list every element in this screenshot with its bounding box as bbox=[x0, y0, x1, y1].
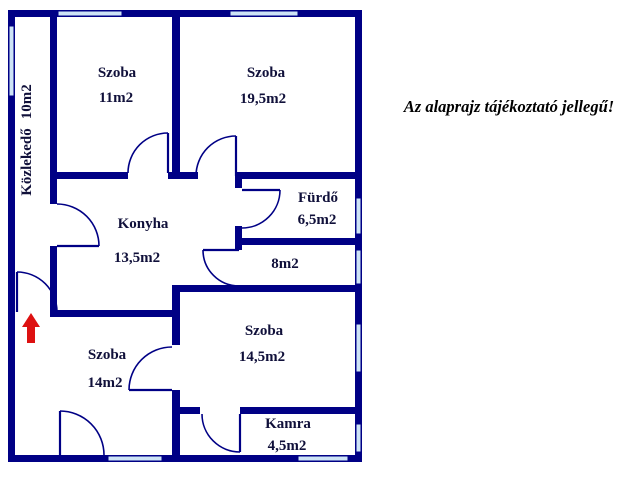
room-label-room8-area: 8m2 bbox=[271, 256, 299, 272]
wall-room14-top bbox=[52, 310, 176, 317]
door-arc-szoba195 bbox=[195, 135, 237, 177]
window-kamra-right bbox=[355, 423, 362, 453]
room-label-kozlekedo: Közlekedő 10m2 bbox=[19, 84, 35, 196]
wall-mid-horizontal-c bbox=[236, 172, 362, 179]
room-label-szoba11-name: Szoba bbox=[98, 65, 137, 81]
window-furdo-right bbox=[355, 197, 362, 235]
door-arc-konyha bbox=[56, 203, 100, 247]
wall-corridor-upper bbox=[50, 10, 57, 204]
room-label-szoba11-area: 11m2 bbox=[99, 90, 133, 106]
door-arc-entrance bbox=[16, 271, 58, 313]
room-label-furdo-name: Fürdő bbox=[298, 190, 339, 206]
room-label-szoba145-area: 14,5m2 bbox=[239, 349, 285, 365]
window-szoba195-top bbox=[229, 10, 299, 17]
door-arc-szoba145 bbox=[128, 346, 173, 391]
room-label-szoba145-name: Szoba bbox=[245, 323, 284, 339]
window-szoba145-right bbox=[355, 323, 362, 373]
room-label-kozlekedo-name: Közlekedő bbox=[19, 128, 35, 196]
wall-kamra-top-a bbox=[172, 407, 200, 414]
door-arc-szoba11 bbox=[127, 132, 169, 174]
wall-room14-145-upper bbox=[172, 292, 180, 345]
wall-room145-top bbox=[172, 285, 362, 292]
wall-bath-left-a bbox=[235, 172, 242, 188]
wall-outer-right bbox=[355, 10, 362, 462]
wall-bath-pantry-divider bbox=[235, 238, 362, 245]
door-arc-furdo bbox=[241, 189, 281, 229]
window-room8-right bbox=[355, 249, 362, 285]
wall-mid-horizontal-a bbox=[50, 172, 128, 179]
door-arc-kamra bbox=[201, 413, 241, 453]
wall-room14-145-lower bbox=[172, 390, 180, 462]
room-label-kamra-area: 4,5m2 bbox=[268, 438, 307, 454]
wall-outer-top bbox=[8, 10, 362, 17]
disclaimer-text: Az alaprajz tájékoztató jellegű! bbox=[403, 97, 615, 116]
wall-corridor-lower bbox=[50, 246, 57, 317]
room-label-konyha-area: 13,5m2 bbox=[114, 250, 160, 266]
wall-top-rooms-divider bbox=[172, 10, 180, 177]
room-label-szoba195-area: 19,5m2 bbox=[240, 91, 286, 107]
room-label-konyha-name: Konyha bbox=[118, 216, 169, 232]
wall-kamra-top-b bbox=[240, 407, 362, 414]
door-arc-room8 bbox=[202, 249, 240, 287]
room-label-szoba14-area: 14m2 bbox=[88, 375, 123, 391]
room-label-kamra-name: Kamra bbox=[265, 416, 311, 432]
room-label-szoba14-name: Szoba bbox=[88, 347, 127, 363]
wall-mid-horizontal-b bbox=[168, 172, 198, 179]
room-label-furdo-area: 6,5m2 bbox=[298, 212, 337, 228]
window-szoba11-top bbox=[57, 10, 123, 17]
door-arc-szoba14-terrace bbox=[59, 410, 105, 456]
window-szoba14-bottom bbox=[107, 455, 163, 462]
room-label-kozlekedo-area: 10m2 bbox=[19, 84, 35, 119]
window-corridor-left bbox=[8, 25, 15, 97]
wall-outer-left bbox=[8, 10, 15, 462]
room-label-szoba195-name: Szoba bbox=[247, 65, 286, 81]
window-kamra-bottom bbox=[297, 455, 349, 462]
entrance-arrow-icon bbox=[22, 313, 40, 343]
wall-outer-bottom bbox=[8, 455, 362, 462]
